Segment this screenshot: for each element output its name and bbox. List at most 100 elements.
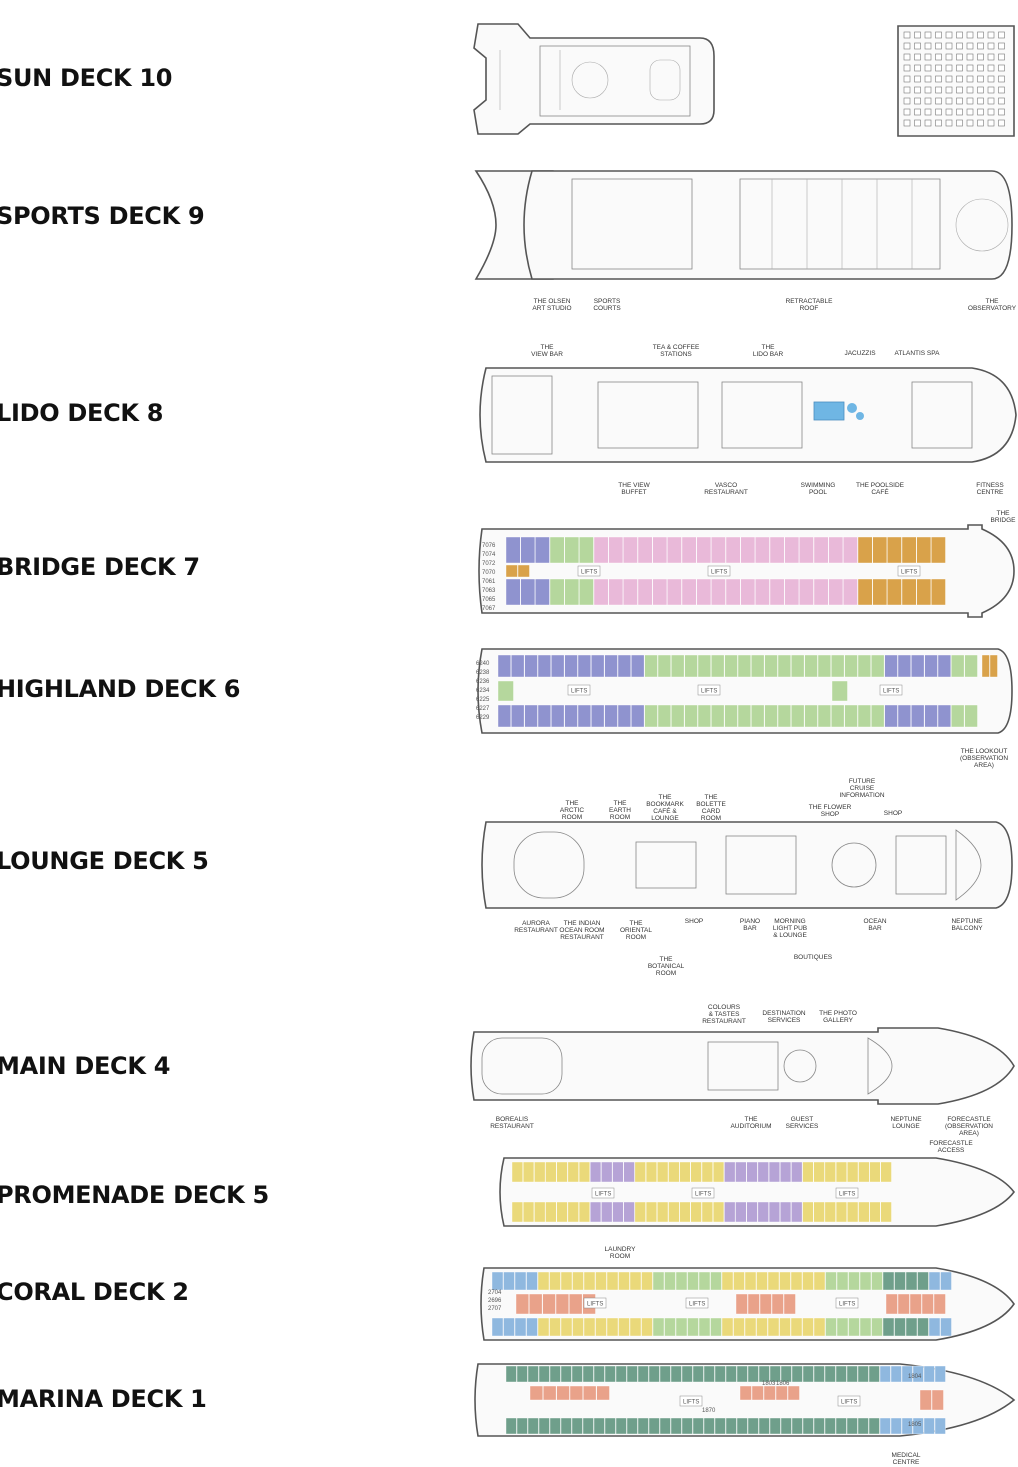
cabin[interactable]	[871, 654, 885, 678]
cabin[interactable]	[724, 704, 738, 728]
cabin[interactable]	[964, 704, 978, 728]
cabin[interactable]	[775, 1385, 788, 1401]
cabin[interactable]	[757, 1161, 769, 1183]
cabin[interactable]	[737, 654, 752, 678]
cabin[interactable]	[593, 1417, 605, 1435]
cabin[interactable]	[897, 1293, 910, 1315]
cabin[interactable]	[817, 704, 832, 728]
cabin[interactable]	[780, 1417, 792, 1435]
cabin[interactable]	[551, 654, 565, 678]
cabin[interactable]	[756, 1271, 768, 1291]
cabin[interactable]	[535, 578, 550, 606]
cabin[interactable]	[923, 1417, 935, 1435]
cabin[interactable]	[604, 654, 618, 678]
cabin[interactable]	[623, 1161, 635, 1183]
cabin[interactable]	[681, 1417, 693, 1435]
cabin[interactable]	[799, 578, 814, 606]
cabin[interactable]	[549, 1271, 561, 1291]
cabin[interactable]	[714, 1417, 726, 1435]
cabin[interactable]	[857, 536, 873, 564]
cabin[interactable]	[497, 654, 512, 678]
cabin[interactable]	[779, 1317, 791, 1337]
cabin[interactable]	[835, 1365, 847, 1383]
deck-plan-sun-10[interactable]	[470, 20, 720, 138]
cabin[interactable]	[756, 1317, 768, 1337]
cabin[interactable]	[595, 1317, 607, 1337]
cabin[interactable]	[787, 1385, 800, 1401]
cabin[interactable]	[784, 536, 800, 564]
cabin[interactable]	[769, 1417, 781, 1435]
cabin[interactable]	[901, 1417, 913, 1435]
cabin[interactable]	[520, 578, 536, 606]
cabin[interactable]	[526, 1317, 538, 1337]
cabin[interactable]	[604, 1417, 616, 1435]
cabin[interactable]	[890, 1365, 902, 1383]
cabin[interactable]	[652, 1271, 665, 1291]
cabin[interactable]	[497, 680, 514, 702]
cabin[interactable]	[511, 1201, 523, 1223]
cabin[interactable]	[857, 1365, 869, 1383]
cabin[interactable]	[981, 654, 990, 678]
cabin[interactable]	[503, 1317, 515, 1337]
cabin[interactable]	[725, 578, 741, 606]
cabin[interactable]	[824, 1417, 836, 1435]
cabin[interactable]	[572, 1317, 584, 1337]
cabin[interactable]	[940, 1271, 952, 1291]
cabin[interactable]	[657, 1201, 669, 1223]
cabin[interactable]	[579, 536, 594, 564]
cabin[interactable]	[725, 1417, 737, 1435]
cabin[interactable]	[583, 1271, 596, 1291]
cabin[interactable]	[879, 1365, 891, 1383]
cabin[interactable]	[629, 1317, 642, 1337]
cabin[interactable]	[523, 1161, 535, 1183]
cabin[interactable]	[545, 1201, 557, 1223]
cabin[interactable]	[905, 1317, 918, 1337]
cabin[interactable]	[791, 1201, 803, 1223]
cabin[interactable]	[671, 704, 685, 728]
cabin[interactable]	[684, 704, 698, 728]
cabin[interactable]	[560, 1365, 572, 1383]
cabin[interactable]	[733, 1317, 745, 1337]
cabin[interactable]	[824, 1365, 836, 1383]
cabin[interactable]	[740, 578, 756, 606]
cabin[interactable]	[791, 654, 805, 678]
cabin[interactable]	[791, 1417, 803, 1435]
cabin[interactable]	[872, 578, 888, 606]
cabin[interactable]	[828, 536, 844, 564]
cabin[interactable]	[768, 1201, 781, 1223]
cabin[interactable]	[572, 1271, 584, 1291]
cabin[interactable]	[687, 1317, 699, 1337]
cabin[interactable]	[564, 536, 580, 564]
cabin[interactable]	[675, 1317, 688, 1337]
cabin[interactable]	[791, 1365, 803, 1383]
cabin[interactable]	[767, 1271, 780, 1291]
cabin[interactable]	[871, 704, 885, 728]
cabin[interactable]	[901, 578, 917, 606]
cabin[interactable]	[549, 536, 565, 564]
cabin[interactable]	[671, 654, 685, 678]
cabin[interactable]	[589, 1161, 602, 1183]
cabin[interactable]	[567, 1201, 579, 1223]
cabin[interactable]	[687, 1271, 699, 1291]
cabin[interactable]	[670, 1365, 682, 1383]
cabin[interactable]	[828, 578, 844, 606]
cabin[interactable]	[846, 1365, 858, 1383]
cabin[interactable]	[831, 704, 845, 728]
cabin[interactable]	[802, 1271, 814, 1291]
cabin[interactable]	[763, 1385, 776, 1401]
cabin[interactable]	[511, 704, 525, 728]
cabin[interactable]	[747, 1293, 760, 1315]
cabin[interactable]	[779, 1271, 791, 1291]
cabin[interactable]	[690, 1161, 702, 1183]
cabin[interactable]	[648, 1417, 660, 1435]
cabin[interactable]	[751, 704, 765, 728]
cabin[interactable]	[802, 1365, 814, 1383]
cabin[interactable]	[894, 1317, 906, 1337]
cabin[interactable]	[871, 1317, 883, 1337]
cabin[interactable]	[802, 1201, 814, 1223]
cabin[interactable]	[529, 1385, 544, 1401]
cabin[interactable]	[571, 1417, 583, 1435]
cabin[interactable]	[859, 1317, 872, 1337]
